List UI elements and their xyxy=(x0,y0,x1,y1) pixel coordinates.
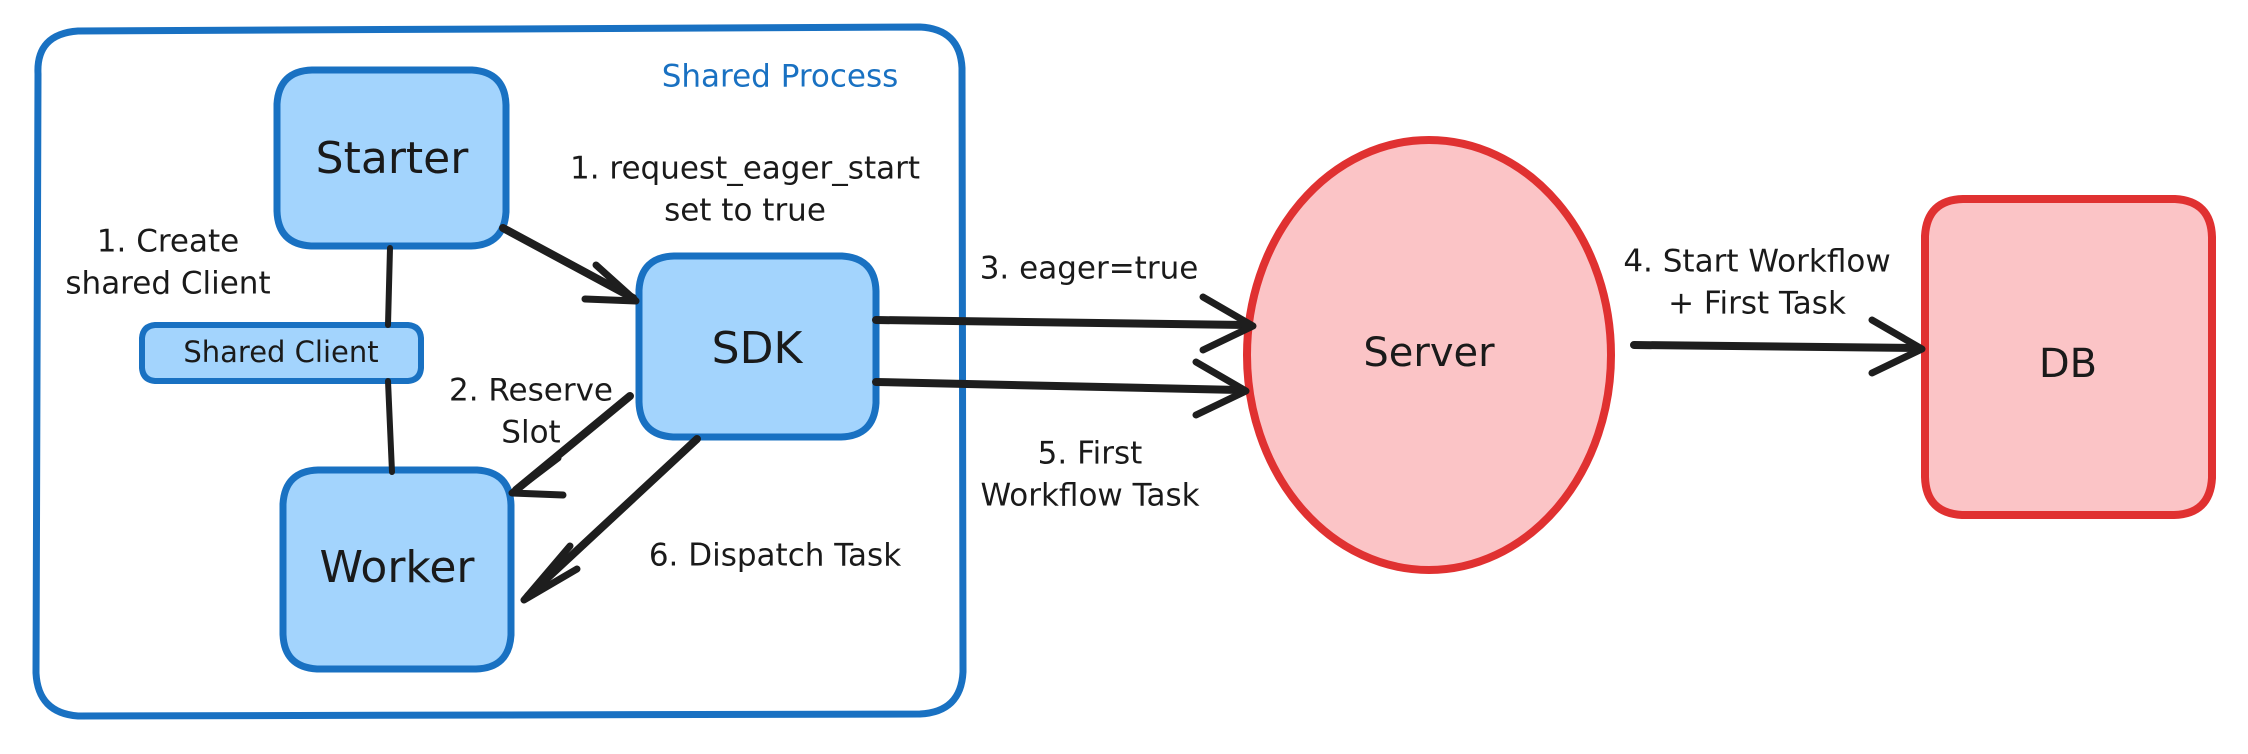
edge-label-request-eager-start: 1. request_eager_start set to true xyxy=(570,151,920,229)
shared-process-boundary xyxy=(32,23,967,720)
reserve-slot-line2: Slot xyxy=(501,415,560,451)
request-eager-start-line2: set to true xyxy=(664,193,826,229)
edge-starter-shared-client-worker xyxy=(385,245,395,475)
edge-sdk-to-worker-reserve xyxy=(508,392,634,499)
server-label: Server xyxy=(1363,330,1495,376)
shared-client-to-worker-line xyxy=(385,378,395,475)
shared-client-label: Shared Client xyxy=(183,335,378,369)
db-shape xyxy=(1921,195,2216,519)
shared-process-group: Shared Process xyxy=(32,23,967,720)
edge-sdk-to-worker-dispatch xyxy=(520,435,701,604)
sdk-to-worker-dispatch-arrowhead xyxy=(520,542,581,604)
shared-client-shape xyxy=(139,322,424,384)
worker-shape xyxy=(279,466,515,673)
start-workflow-line2: + First Task xyxy=(1668,286,1846,322)
worker-label: Worker xyxy=(319,542,475,593)
edge-sdk-to-server-eager xyxy=(872,293,1257,354)
edge-label-reserve-slot: 2. Reserve Slot xyxy=(449,373,613,451)
sdk-to-server-eager-line xyxy=(872,316,1251,329)
node-sdk[interactable]: SDK xyxy=(635,252,880,441)
sdk-to-server-first-task-arrowhead xyxy=(1192,358,1250,419)
edge-label-start-workflow: 4. Start Workflow + First Task xyxy=(1623,244,1890,322)
node-starter[interactable]: Starter xyxy=(273,66,510,250)
db-label: DB xyxy=(2039,341,2097,387)
edge-label-eager-true: 3. eager=true xyxy=(980,251,1199,287)
starter-shape xyxy=(273,66,510,250)
eager-true-line1: 3. eager=true xyxy=(980,251,1199,287)
shared-process-title: Shared Process xyxy=(662,59,899,95)
node-worker[interactable]: Worker xyxy=(279,466,515,673)
reserve-slot-line1: 2. Reserve xyxy=(449,373,613,409)
edge-label-first-workflow-task: 5. First Workflow Task xyxy=(980,436,1199,514)
start-workflow-line1: 4. Start Workflow xyxy=(1623,244,1890,280)
starter-to-sdk-arrowhead xyxy=(581,261,640,305)
sdk-label: SDK xyxy=(712,323,804,374)
create-shared-client-line1: 1. Create xyxy=(97,224,239,260)
starter-label: Starter xyxy=(316,133,470,184)
edge-label-dispatch-task: 6. Dispatch Task xyxy=(649,538,901,574)
node-server[interactable]: Server xyxy=(1243,136,1615,574)
dispatch-task-line1: 6. Dispatch Task xyxy=(649,538,901,574)
sdk-to-server-eager-arrowhead xyxy=(1199,293,1257,354)
edge-sdk-to-server-first-task xyxy=(872,358,1250,419)
create-shared-client-line2: shared Client xyxy=(65,266,270,302)
starter-to-sdk-line xyxy=(499,224,637,302)
edge-server-to-db xyxy=(1630,316,1926,377)
edge-label-create-shared-client: 1. Create shared Client xyxy=(65,224,270,302)
sdk-to-server-first-task-line xyxy=(872,378,1244,394)
request-eager-start-line1: 1. request_eager_start xyxy=(570,151,920,187)
server-to-db-arrowhead xyxy=(1868,316,1926,377)
node-db[interactable]: DB xyxy=(1921,195,2216,519)
sdk-to-worker-dispatch-line xyxy=(524,435,701,600)
first-workflow-task-line1: 5. First xyxy=(1038,436,1143,472)
first-workflow-task-line2: Workflow Task xyxy=(980,478,1199,514)
server-to-db-line xyxy=(1630,341,1921,352)
starter-to-shared-client-line xyxy=(385,245,393,328)
edge-starter-to-sdk xyxy=(499,224,640,305)
sdk-to-worker-reserve-arrowhead xyxy=(508,454,567,499)
server-shape xyxy=(1243,136,1615,574)
sdk-shape xyxy=(635,252,880,441)
node-shared-client[interactable]: Shared Client xyxy=(139,322,424,384)
